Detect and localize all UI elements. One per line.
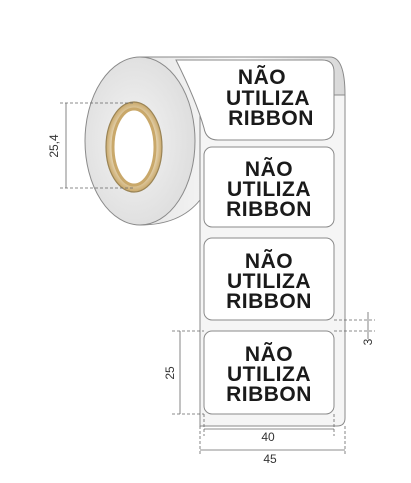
label-1-line-3: RIBBON [228,107,314,130]
label-4-line-2: UTILIZA [227,363,311,386]
label-1-line-2: UTILIZA [226,87,310,110]
label-4-line-1: NÃO [245,343,293,366]
dim-roll-width [199,426,346,456]
label-2 [203,146,335,228]
label-2-line-1: NÃO [245,158,293,181]
label-4-line-3: RIBBON [226,383,312,406]
dim-label-width [203,414,335,436]
dim-label-height [172,330,204,415]
dim-core-diameter-label: 25,4 [47,134,61,158]
label-4 [203,330,335,415]
dim-label-gap [334,312,375,339]
label-3-line-1: NÃO [245,250,293,273]
label-3 [203,237,335,321]
dim-label-gap-label: 3 [361,338,375,345]
label-2-line-2: UTILIZA [227,178,311,201]
label-1-line-1: NÃO [238,66,286,89]
dim-label-width-label: 40 [261,430,275,444]
label-3-line-3: RIBBON [226,290,312,313]
core-hole [111,107,157,187]
label-3-line-2: UTILIZA [227,270,311,293]
dim-core-diameter [60,102,134,189]
label-2-line-3: RIBBON [226,198,312,221]
label-1 [175,59,335,141]
dim-roll-width-label: 45 [263,452,277,466]
dim-label-height-label: 25 [163,366,177,380]
